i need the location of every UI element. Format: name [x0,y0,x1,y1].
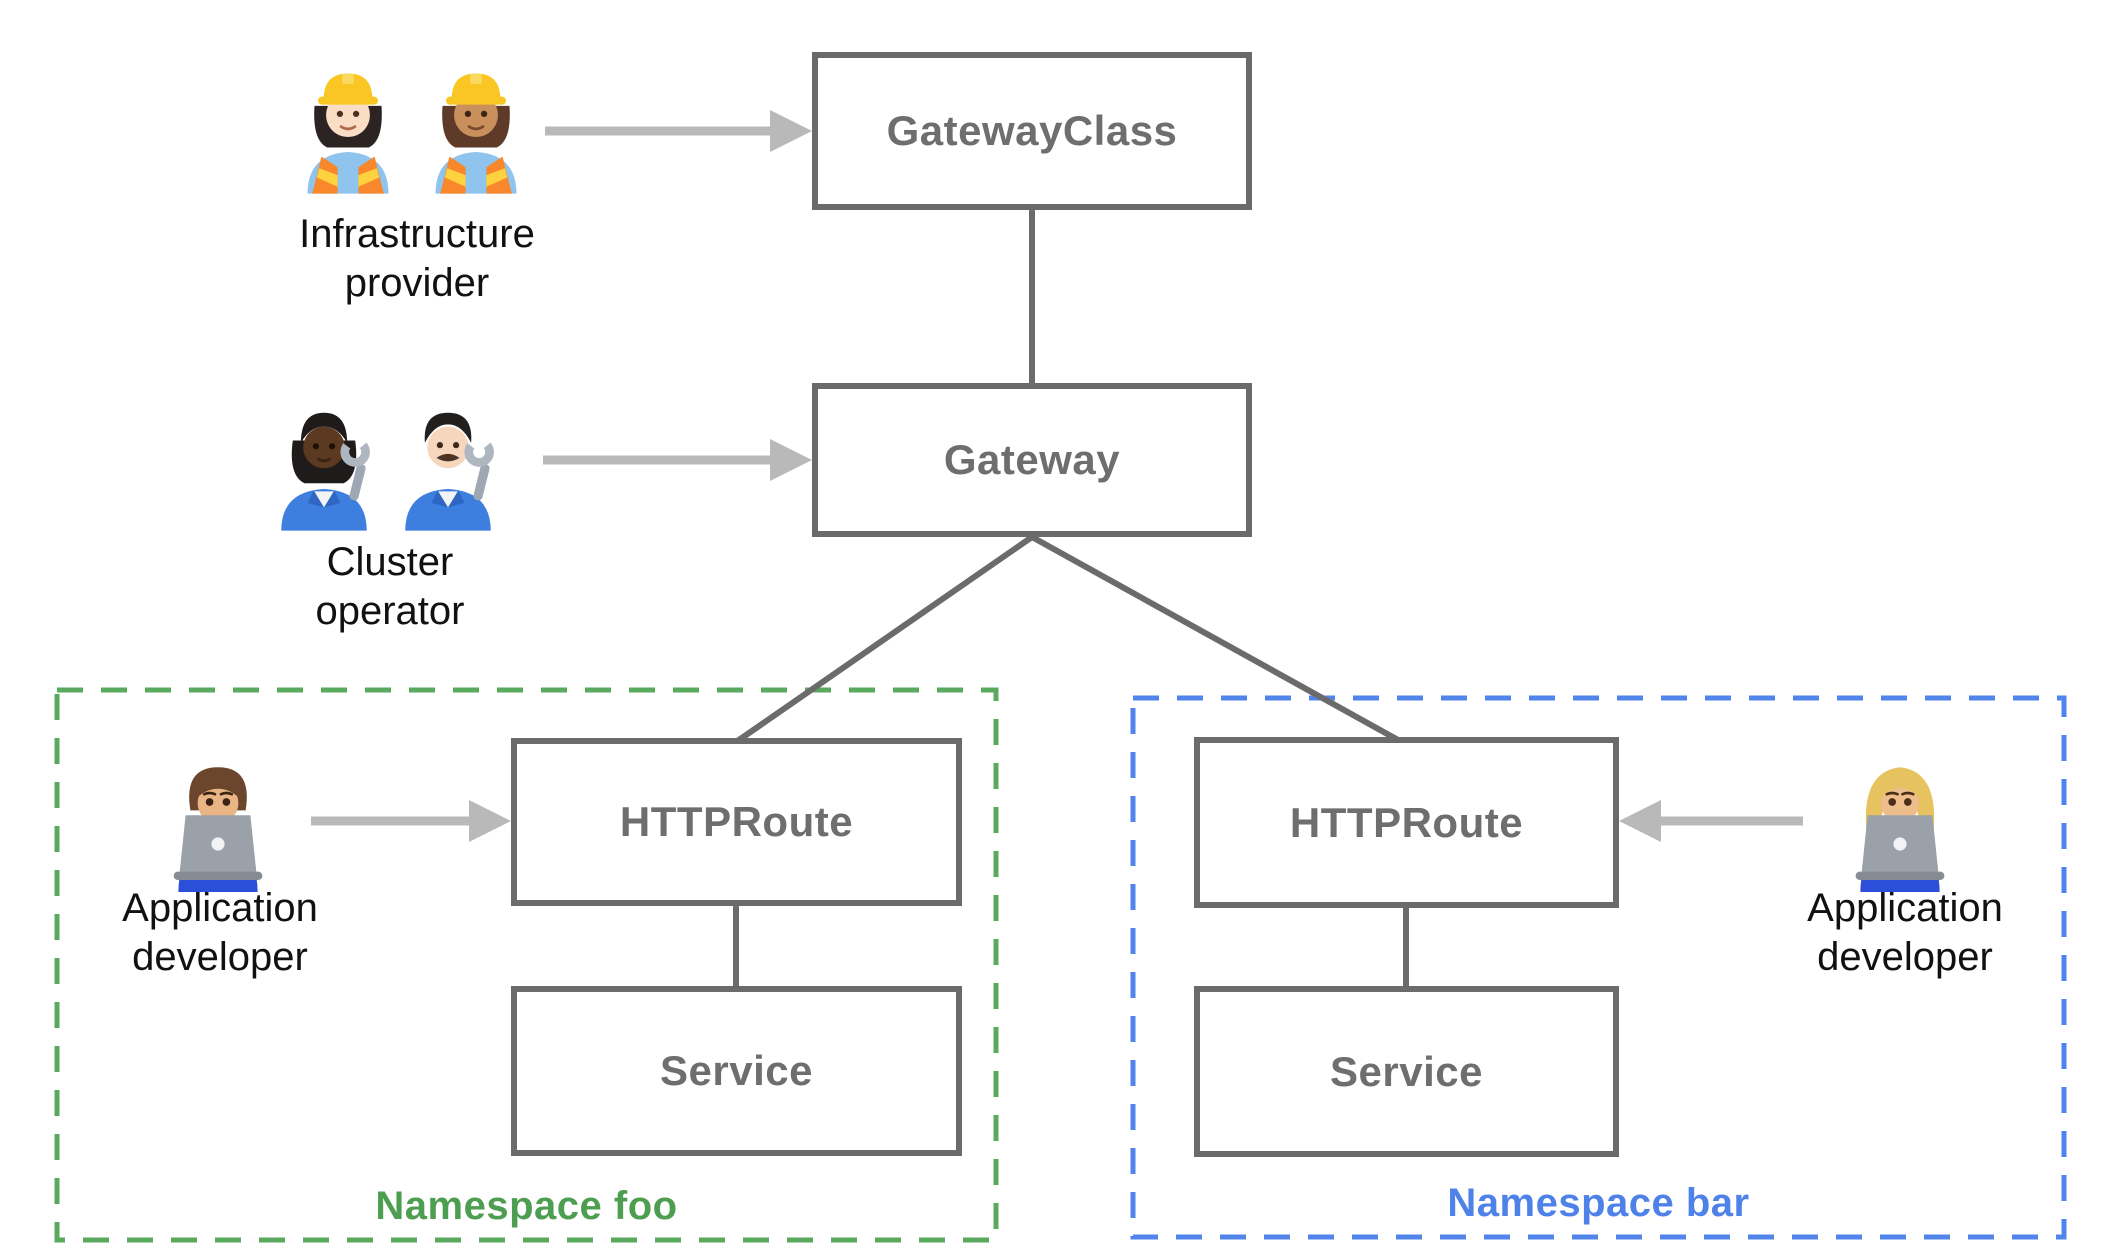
infrastructure-provider-label: Infrastructure provider [237,210,597,308]
man-technologist-icon [173,767,263,892]
infrastructure-provider-label-line2: provider [344,260,490,305]
node-httproute-bar-label: HTTPRoute [1289,798,1524,846]
application-developer-bar-label-line1: Application [1807,886,2003,930]
connector-gateway-httproute-bar [1030,534,1402,744]
node-gatewayclass: GatewayClass [812,52,1252,210]
connector-gateway-httproute-foo [734,534,1034,745]
man-mechanic-light-icon [405,412,494,531]
node-gatewayclass-label: GatewayClass [886,107,1178,154]
cluster-operator-label-line2: operator [315,588,465,633]
node-gateway-label: Gateway [943,436,1121,483]
wrench-glyph [464,437,494,501]
namespace-bar-label: Namespace bar [1447,1181,1750,1225]
namespace-foo-border [54,687,999,1243]
woman-technologist-icon [1855,767,1945,892]
cluster-operator-label: Cluster operator [210,538,570,636]
application-developer-bar-label: Application developer [1725,884,2085,982]
hierarchy-connectors [733,207,1409,989]
application-developer-bar-label-line2: developer [1817,934,1993,979]
namespace-foo-label: Namespace foo [375,1184,678,1228]
mechanic-dark-icon [281,412,370,531]
node-httproute-foo-label: HTTPRoute [619,798,854,845]
woman-construction-worker-medium-icon [435,73,517,194]
infrastructure-provider-label-line1: Infrastructure [299,212,535,256]
arrow-developer-to-httproute-foo [311,800,511,842]
arrow-infrastructure-to-gatewayclass [545,110,812,152]
node-service-bar-label: Service [1330,1047,1483,1095]
arrow-cluster-to-gateway [543,439,812,481]
node-httproute-foo: HTTPRoute [511,738,962,906]
laptop-logo-dot [211,837,225,851]
application-developer-foo-label: Application developer [40,884,400,982]
node-service-bar: Service [1194,986,1619,1157]
woman-construction-worker-light-icon [307,73,389,194]
laptop-logo-dot [1893,837,1907,851]
node-service-foo: Service [511,986,962,1156]
arrow-developer-to-httproute-bar [1619,800,1803,842]
application-developer-foo-label-line1: Application [122,886,318,930]
node-service-foo-label: Service [660,1047,813,1094]
application-developer-foo-label-line2: developer [132,934,308,979]
node-httproute-bar: HTTPRoute [1194,737,1619,908]
namespace-bar-border [1130,695,2067,1240]
cluster-operator-label-line1: Cluster [326,540,454,584]
persona-arrows [311,110,1803,842]
node-gateway: Gateway [812,383,1252,537]
